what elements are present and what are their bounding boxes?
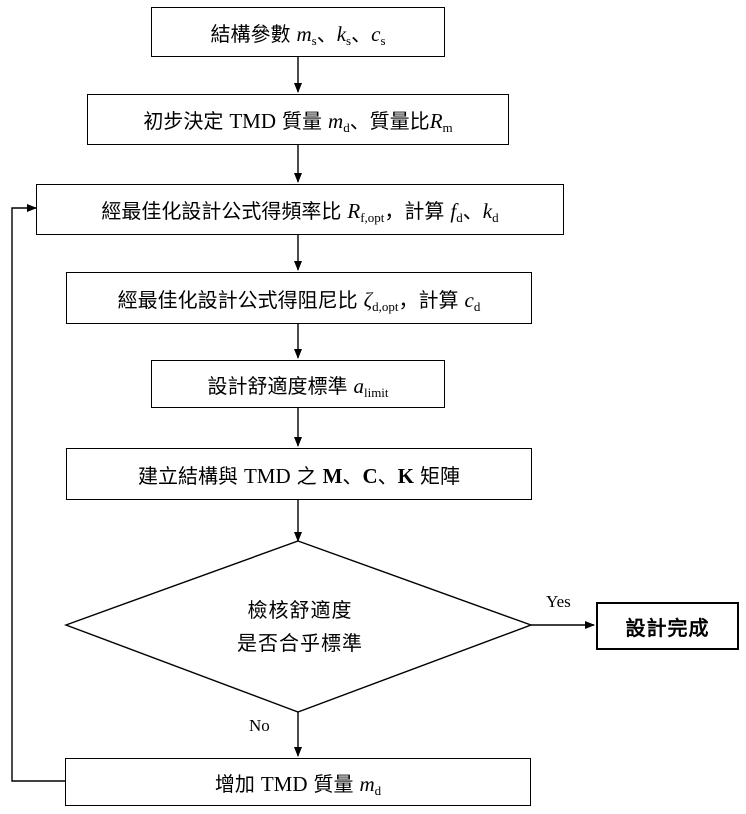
n7-tmd: TMD <box>260 771 308 796</box>
n1-sub1: s <box>311 32 317 48</box>
done-label: 設計完成 <box>625 615 710 640</box>
n1-sym2: k <box>336 21 347 46</box>
n1-sym3: c <box>371 21 381 46</box>
node-build-matrices: 建立結構與 TMD 之 M 、 C 、 K 矩陣 <box>66 448 532 500</box>
n2-sym2: R <box>429 109 443 133</box>
n5-sub1: limit <box>363 384 389 400</box>
n1-sub3: s <box>380 32 386 48</box>
n4-mid: ，計算 <box>398 287 459 312</box>
decision-text: 檢核舒適度 是否合乎標準 <box>190 594 410 660</box>
n7-sym1: m <box>359 771 375 796</box>
n4-sym2: c <box>464 287 474 312</box>
n3-sub2: d <box>456 210 463 225</box>
n3-prefix: 經最佳化設計公式得頻率比 <box>101 199 342 223</box>
n3-sym2: f <box>450 199 457 223</box>
n2-mid1: 質量 <box>282 109 323 133</box>
n3-mid: ，計算 <box>384 199 445 223</box>
n2-mid2: 、質量比 <box>349 109 430 133</box>
n2-sym1: m <box>328 109 344 133</box>
n3-sym3: k <box>482 199 493 223</box>
decision-line1: 檢核舒適度 <box>247 598 353 622</box>
n6-sep1: 、 <box>342 463 363 488</box>
node-design-complete: 設計完成 <box>596 602 739 650</box>
arrow-loop-back <box>11 204 65 782</box>
n2-tmd: TMD <box>229 109 277 133</box>
n6-matrix-m: M <box>322 463 343 488</box>
n4-sub2: d <box>473 298 481 314</box>
no-label: No <box>249 716 270 735</box>
n6-sep2: 、 <box>377 463 398 488</box>
n6-tmd: TMD <box>243 463 291 488</box>
n4-prefix: 經最佳化設計公式得阻尼比 <box>117 287 358 312</box>
n3-sub3: d <box>492 210 499 225</box>
n6-matrix-c: C <box>362 463 378 488</box>
n2-sub1: d <box>343 120 350 135</box>
n1-sym1: m <box>296 21 312 46</box>
n3-sub1: f,opt <box>360 210 385 225</box>
n6-matrix-k: K <box>397 463 414 488</box>
n5-prefix: 設計舒適度標準 <box>207 373 348 398</box>
n1-sep1: 、 <box>316 21 337 46</box>
n4-sub1: d,opt <box>372 298 399 314</box>
n6-mid: 之 <box>296 463 317 488</box>
n1-sep2: 、 <box>351 21 372 46</box>
n7-prefix: 增加 <box>214 771 255 796</box>
n6-suffix: 矩陣 <box>420 463 460 488</box>
n1-sub2: s <box>346 32 352 48</box>
n7-mid: 質量 <box>313 771 354 796</box>
decision-line2: 是否合乎標準 <box>237 631 363 655</box>
n5-sym1: a <box>353 373 364 398</box>
n6-prefix: 建立結構與 <box>137 463 238 488</box>
n1-prefix: 結構參數 <box>210 21 291 46</box>
yes-label: Yes <box>546 592 571 611</box>
n7-sub1: d <box>374 782 382 798</box>
n3-sym1: R <box>347 199 361 223</box>
n2-sub2: m <box>442 120 453 135</box>
n3-sep: 、 <box>462 199 483 223</box>
decision-diamond <box>63 540 534 713</box>
n2-prefix: 初步決定 <box>143 109 224 133</box>
n4-sym1: ζ <box>363 287 373 312</box>
